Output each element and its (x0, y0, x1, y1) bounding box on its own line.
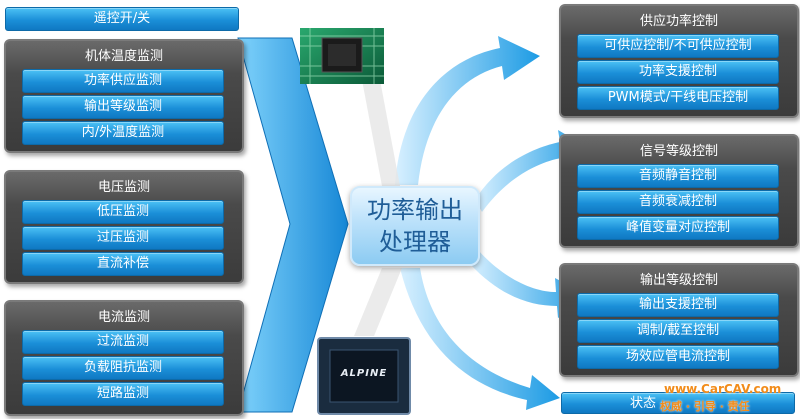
item-pwm-rail-voltage-control: PWM模式/干线电压控制 (577, 86, 779, 110)
item-power-support-control: 功率支援控制 (577, 60, 779, 84)
alpine-logo: ALPINE (340, 368, 388, 379)
remote-on-off-label: 遥控开/关 (5, 7, 239, 31)
item-supply-toggle-control: 可供应控制/不可供应控制 (577, 34, 779, 58)
panel-title: 信号等级控制 (639, 144, 718, 159)
item-power-supply-monitor: 功率供应监测 (22, 69, 224, 93)
item-output-support-control: 输出支援控制 (577, 293, 779, 317)
processor-line-2: 处理器 (379, 228, 451, 256)
item-load-impedance: 负载阻抗监测 (22, 356, 224, 380)
item-fet-current-control: 场效应管电流控制 (577, 345, 779, 369)
processor-line-1: 功率输出 (367, 196, 463, 224)
panel-signal-level-control: 信号等级控制 音频静音控制 音频衰减控制 峰值变量对应控制 (559, 134, 799, 248)
panel-voltage: 电压监测 低压监测 过压监测 直流补偿 (4, 170, 244, 284)
status-label: 状态 (561, 392, 795, 414)
item-modulation-cutoff-control: 调制/截至控制 (577, 319, 779, 343)
panel-output-level-control: 输出等级控制 输出支援控制 调制/截至控制 场效应管电流控制 (559, 263, 799, 377)
item-low-voltage: 低压监测 (22, 200, 224, 224)
item-audio-mute-control: 音频静音控制 (577, 164, 779, 188)
item-temperature-monitor: 内/外温度监测 (22, 121, 224, 145)
panel-title: 电流监测 (97, 310, 150, 325)
power-output-processor: 功率输出 处理器 (350, 186, 480, 266)
item-output-level-monitor: 输出等级监测 (22, 95, 224, 119)
watermark-url: www.CarCAV.com (664, 382, 782, 396)
item-over-current: 过流监测 (22, 330, 224, 354)
item-peak-variable-control: 峰值变量对应控制 (577, 216, 779, 240)
left-chevron-arrow (237, 37, 349, 413)
watermark-slogan: 权威 · 引导 · 责任 (660, 400, 750, 413)
item-over-voltage: 过压监测 (22, 226, 224, 250)
panel-title: 机体温度监测 (84, 49, 163, 64)
item-dc-compensation: 直流补偿 (22, 252, 224, 276)
panel-title: 输出等级控制 (639, 273, 718, 288)
panel-supply-power-control: 供应功率控制 可供应控制/不可供应控制 功率支援控制 PWM模式/干线电压控制 (559, 4, 799, 118)
panel-current: 电流监测 过流监测 负载阻抗监测 短路监测 (4, 300, 244, 416)
item-short-circuit: 短路监测 (22, 382, 224, 406)
panel-body-temperature: 机体温度监测 功率供应监测 输出等级监测 内/外温度监测 (4, 39, 244, 153)
item-audio-attenuation-control: 音频衰减控制 (577, 190, 779, 214)
circuit-chip-image (300, 28, 384, 84)
panel-title: 电压监测 (97, 180, 150, 195)
arrow-to-status (400, 268, 560, 410)
arrow-to-supply (395, 36, 540, 185)
panel-title: 供应功率控制 (639, 14, 718, 29)
alpine-chip-image (317, 337, 411, 415)
